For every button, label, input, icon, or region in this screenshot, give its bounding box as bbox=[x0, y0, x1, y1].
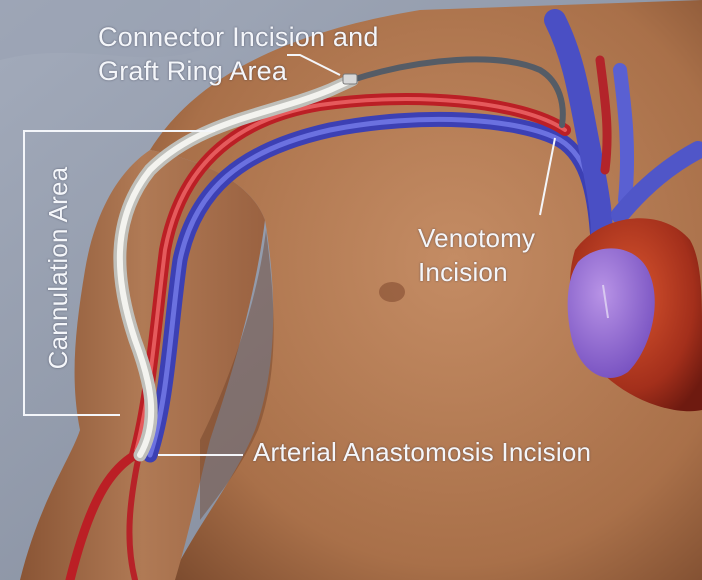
venotomy-label-line1: Venotomy bbox=[418, 221, 535, 255]
cannulation-area-label: Cannulation Area bbox=[43, 167, 73, 370]
venotomy-label-line2: Incision bbox=[418, 255, 535, 289]
nipple bbox=[379, 282, 405, 302]
connector-label-line1: Connector Incision and bbox=[98, 20, 379, 54]
connector-incision-label: Connector Incision and Graft Ring Area bbox=[98, 20, 379, 88]
subclavian-vein-upper bbox=[620, 70, 627, 200]
venotomy-incision-label: Venotomy Incision bbox=[418, 221, 535, 289]
connector-label-line2: Graft Ring Area bbox=[98, 54, 379, 88]
arterial-anastomosis-label: Arterial Anastomosis Incision bbox=[253, 436, 591, 468]
